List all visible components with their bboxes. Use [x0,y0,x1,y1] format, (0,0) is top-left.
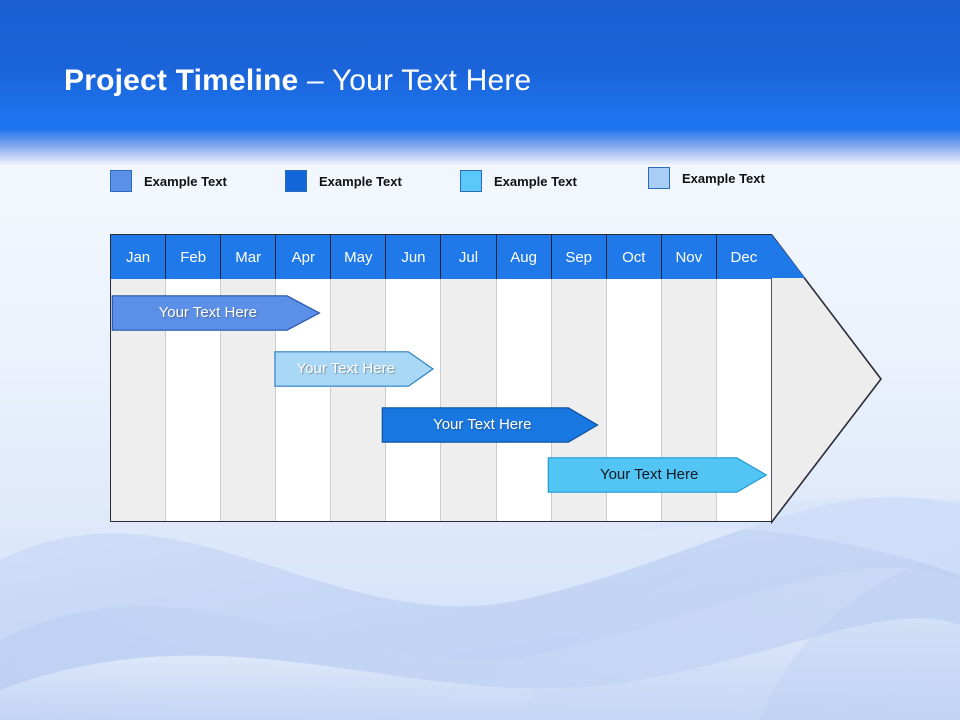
legend-label-3: Example Text [494,173,577,189]
month-header-nov[interactable]: Nov [662,235,717,279]
month-header-jul[interactable]: Jul [441,235,497,279]
month-header-jan[interactable]: Jan [111,235,167,279]
timeline-column-mar [221,235,277,521]
month-header-mar[interactable]: Mar [221,235,277,279]
month-header-row: Jan Feb Mar Apr May Jun Jul Aug Sep Oct … [111,235,771,279]
legend-item-1[interactable]: Example Text [110,170,227,192]
timeline-column-jul [441,235,497,521]
month-header-apr[interactable]: Apr [276,235,332,279]
page-title-regular: Your Text Here [331,64,532,97]
legend-label-1: Example Text [144,173,227,189]
timeline-grid: Jan Feb Mar Apr May Jun Jul Aug Sep Oct … [110,234,772,522]
timeline-column-feb [166,235,222,521]
month-header-oct[interactable]: Oct [607,235,662,279]
page-title-separator: – [298,64,332,97]
legend-label-2: Example Text [319,173,402,189]
legend-item-4[interactable]: Example Text [648,167,765,189]
legend-swatch-icon-3 [460,170,482,192]
timeline-bars: Your Text Here Your Text Here Your Text … [111,235,772,522]
timeline-column-jan [111,235,167,521]
legend-item-3[interactable]: Example Text [460,170,577,192]
month-header-dec[interactable]: Dec [730,248,758,266]
month-header-aug[interactable]: Aug [497,235,552,279]
legend-swatch-icon-1 [110,170,132,192]
legend-swatch-icon-2 [285,170,307,192]
page-title: Project Timeline – Your Text Here [64,60,531,102]
legend-label-4: Example Text [682,170,765,186]
timeline-arrowhead [771,234,883,524]
timeline-bar-4[interactable]: Your Text Here [547,457,768,493]
legend-item-2[interactable]: Example Text [285,170,402,192]
timeline-chart: Jan Feb Mar Apr May Jun Jul Aug Sep Oct … [110,234,772,522]
timeline-bar-1[interactable]: Your Text Here [111,295,321,331]
timeline-bar-2[interactable]: Your Text Here [274,351,434,387]
month-header-may[interactable]: May [331,235,387,279]
legend-swatch-icon-4 [648,167,670,189]
page-title-bold: Project Timeline [64,64,299,97]
timeline-column-aug [496,235,552,521]
title-band [0,0,960,165]
month-header-sep[interactable]: Sep [552,235,607,279]
month-header-feb[interactable]: Feb [166,235,222,279]
month-header-jun[interactable]: Jun [386,235,442,279]
timeline-bar-3[interactable]: Your Text Here [381,407,599,443]
